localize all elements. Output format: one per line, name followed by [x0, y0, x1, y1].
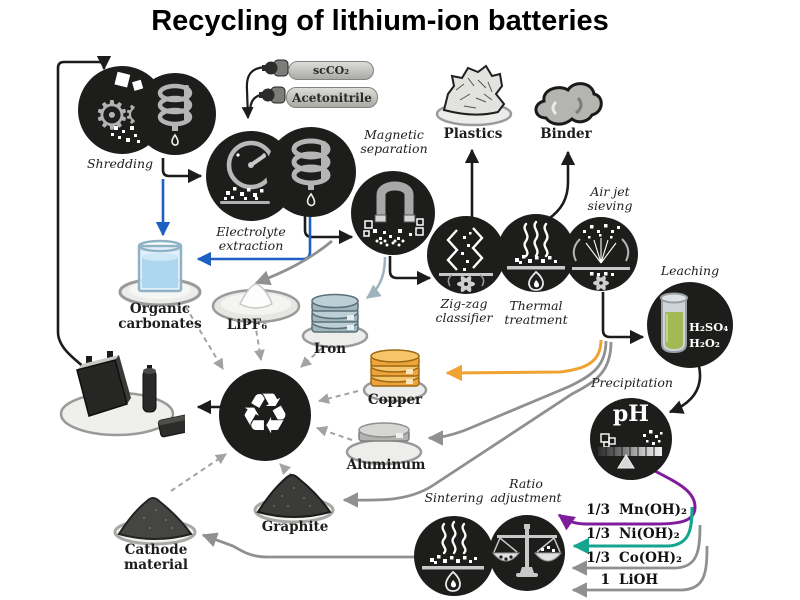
- copper-label: Copper: [367, 392, 423, 408]
- chem-row-cooh2: 1/3 Co(OH)₂: [584, 550, 682, 566]
- arrow-shredding-to-extraction: [161, 158, 203, 184]
- dashed-cathode-to-recycle: [170, 453, 227, 492]
- phone-battery: [157, 411, 185, 438]
- cylindrical-cell: [142, 365, 157, 413]
- thermal-treatment-label: Thermal treatment: [504, 298, 568, 328]
- chem-ratio: 1/3: [586, 550, 610, 566]
- electrolyte-extraction-label: Electrolyte extraction: [216, 224, 286, 254]
- zigzag-classifier-node: [427, 216, 505, 294]
- ph-label: pH: [612, 401, 650, 427]
- chem-formula: Co(OH)₂: [619, 550, 682, 566]
- arrow-thermal-to-binder: [546, 150, 576, 222]
- air-jet-sieving-label: Air jet sieving: [587, 184, 633, 214]
- cathode-material-pile: [113, 497, 197, 546]
- cathode-material-label: Cathode material: [124, 542, 188, 573]
- arrow-extraction-to-magnetic: [303, 216, 354, 245]
- acetonitrile-cylinder: Acetonitrile: [286, 87, 378, 108]
- arrow-airjet-to-graphite: [342, 341, 613, 508]
- recycle-icon: ♻: [239, 382, 291, 447]
- chem-row-lioh: 1 LiOH: [584, 572, 659, 588]
- shredding-label: Shredding: [86, 156, 154, 171]
- chem-ratio: 1/3: [586, 502, 610, 518]
- precipitation-node: [590, 398, 672, 480]
- binder-label: Binder: [540, 126, 592, 142]
- arrow-airjet-to-leaching: [601, 292, 645, 345]
- chem-row-mnoh2: 1/3 Mn(OH)₂: [584, 502, 687, 518]
- precipitation-label: Precipitation: [591, 375, 673, 390]
- ratio-adjustment-label: Ratio adjustment: [490, 476, 562, 506]
- arrow-nioh2-to-ratio: [572, 506, 694, 555]
- copper-discs: [362, 349, 428, 403]
- coil-icon: [291, 138, 331, 207]
- chem-formula: LiOH: [619, 572, 659, 588]
- leach-peroxide-label: H₂O₂: [689, 336, 720, 350]
- arrow-cooh2-to-ratio: [571, 524, 702, 576]
- graphite-pile: [253, 474, 335, 524]
- aluminum-disc: [345, 422, 423, 466]
- zigzag-icon: [439, 227, 493, 292]
- leaching-node: [647, 282, 733, 368]
- lipf6-powder-plate: [211, 283, 301, 324]
- thermal-icon: [507, 220, 565, 291]
- chem-ratio: 1: [600, 572, 610, 588]
- scco2-cylinder: scCO₂: [288, 61, 374, 80]
- scco2-cylinder-valve-icon: [262, 59, 289, 77]
- sinter-flame-icon: [422, 520, 484, 592]
- page-title: Recycling of lithium-ion batteries: [151, 5, 609, 37]
- test-tube-icon: [660, 292, 688, 354]
- magnet-icon: [363, 181, 424, 247]
- arrow-extraction-to-lipf6: [254, 239, 333, 286]
- extraction-coil-node: [266, 127, 356, 217]
- dashed-carbonates-to-recycle: [180, 298, 224, 370]
- chem-formula: Ni(OH)₂: [619, 526, 680, 542]
- arrow-airjet-to-aluminum: [427, 340, 608, 446]
- magnetic-separation-label: Magnetic separation: [360, 127, 428, 157]
- recycle-node: ♻: [219, 369, 311, 461]
- arrow-magnetic-to-iron: [365, 256, 387, 300]
- graphite-label: Graphite: [261, 519, 329, 535]
- sintering-label: Sintering: [424, 490, 484, 505]
- battery-group: [59, 351, 185, 438]
- fan-icon: [447, 274, 485, 292]
- lipf6-label: LiPF₆: [226, 317, 268, 333]
- arrow-lioh-to-ratio: [571, 545, 709, 598]
- organic-carbonates-beaker: [118, 239, 202, 307]
- sintering-node: [414, 516, 494, 596]
- arrow-sintering-to-cathode: [201, 532, 420, 559]
- iron-discs: [301, 293, 369, 349]
- chem-row-nioh2: 1/3 Ni(OH)₂: [584, 526, 680, 542]
- arrow-leaching-to-precipitation: [668, 365, 702, 414]
- zigzag-classifier-label: Zig-zag classifier: [435, 296, 493, 326]
- magnetic-separation-node: [351, 171, 435, 255]
- dashed-aluminum-to-recycle: [316, 426, 353, 441]
- dashed-iron-to-recycle: [300, 347, 323, 368]
- fan-icon: [593, 275, 609, 291]
- air-jet-sieving-node: [564, 217, 638, 291]
- coil-icon: [157, 83, 193, 146]
- organic-carbonates-label: Organic carbonates: [118, 301, 202, 332]
- dashed-copper-to-recycle: [318, 390, 359, 404]
- arrow-precipitation-to-mnoh2: [557, 467, 697, 531]
- plastics-label: Plastics: [443, 126, 503, 142]
- arrow-battery-to-shredding: [56, 56, 112, 374]
- leach-acid-label: H₂SO₄: [689, 320, 729, 334]
- ph-scale-icon: [598, 430, 663, 469]
- acetonitrile-cylinder-valve-icon: [259, 86, 286, 104]
- balance-scale-icon: [491, 524, 563, 577]
- air-jet-icon: [572, 224, 630, 291]
- leaching-label: Leaching: [660, 263, 720, 278]
- thermal-treatment-node: [497, 214, 575, 292]
- plastics-pile: [435, 64, 513, 127]
- chem-formula: Mn(OH)₂: [619, 502, 687, 518]
- arrow-magnetic-to-zigzag: [388, 256, 432, 286]
- iron-label: Iron: [313, 341, 347, 357]
- prismatic-cell: [76, 351, 131, 417]
- binder-blob: [534, 82, 603, 126]
- ratio-adjustment-node: [489, 515, 565, 591]
- arrow-airjet-to-copper: [445, 339, 603, 382]
- aluminum-label: Aluminum: [346, 457, 426, 473]
- shredding-coil-node: [134, 73, 216, 155]
- chem-ratio: 1/3: [586, 526, 610, 542]
